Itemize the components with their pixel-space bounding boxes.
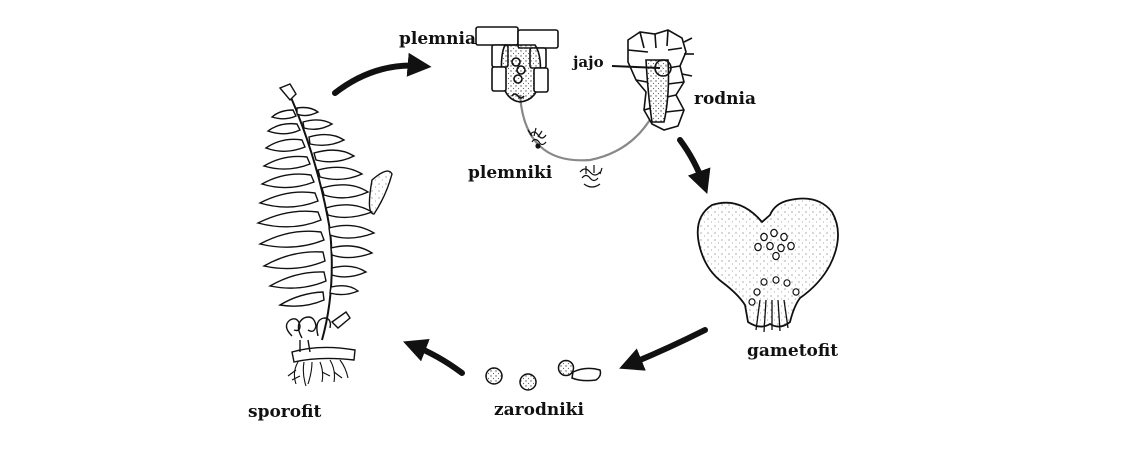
cycle-arrow-icon [677,137,711,195]
label-gametofit: gametofit [747,341,839,361]
archegonium-icon [627,29,694,131]
fern-frond-icon [256,83,393,387]
label-jajo: jajo [573,53,604,71]
label-rodnia: rodnia [694,89,757,109]
label-plemnia: plemnia [399,29,476,49]
sperm-icon [527,127,547,149]
sperm-icon [579,165,603,188]
spore-icon [485,367,503,385]
label-zarodniki: zarodniki [494,400,584,420]
egg-pointer-line [611,65,661,69]
fertilization-arrow-icon [518,94,662,162]
cycle-arrow-icon [332,52,432,96]
prothallus-icon [696,197,839,333]
spore-icon [519,373,537,391]
label-plemniki: plemniki [468,163,553,183]
spore-icon [557,359,602,382]
cycle-arrow-icon [403,338,465,376]
cycle-arrow-icon [619,327,708,371]
antheridium-icon [475,26,559,103]
label-sporofit: sporofit [248,402,322,422]
